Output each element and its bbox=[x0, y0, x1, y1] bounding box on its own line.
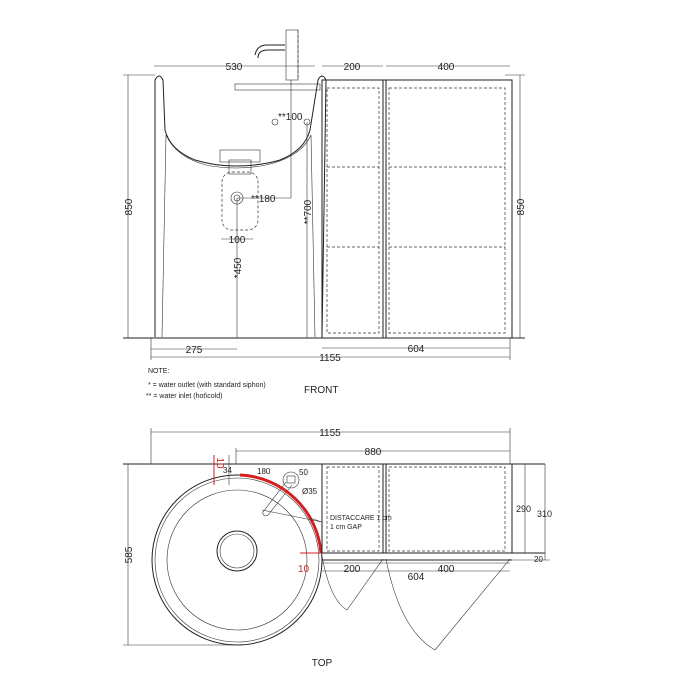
note-inlet: ** = water inlet (hot\cold) bbox=[146, 393, 222, 400]
top-dim-total-width: 1155 bbox=[319, 428, 341, 439]
faucet bbox=[254, 29, 299, 81]
dim-height-left: 850 bbox=[124, 198, 135, 215]
dim-total-width: 1155 bbox=[319, 353, 341, 364]
dim-siphon-width: 100 bbox=[229, 235, 246, 246]
front-view-title: FRONT bbox=[304, 385, 338, 396]
gap-note-line1: DISTACCARE 1 cm bbox=[330, 515, 392, 522]
top-cabinet bbox=[321, 463, 545, 651]
top-view-title: TOP bbox=[312, 658, 333, 669]
gap-highlight-arc bbox=[239, 473, 323, 554]
dim-inlet-spacing: **100 bbox=[278, 112, 303, 123]
dim-outlet-offset: 275 bbox=[186, 345, 203, 356]
top-dim-plinth: 20 bbox=[534, 555, 543, 564]
dim-cab-width: 604 bbox=[408, 344, 425, 355]
top-dim-tap-hole: Ø35 bbox=[302, 487, 318, 496]
top-dim-cab-depth-total: 310 bbox=[537, 509, 552, 519]
front-cabinet bbox=[321, 79, 513, 339]
siphon bbox=[219, 118, 311, 231]
top-dim-cab-left: 200 bbox=[344, 564, 361, 575]
note-outlet: * = water outlet (with standard siphon) bbox=[148, 382, 266, 389]
top-dim-offset: 34 bbox=[223, 466, 232, 475]
dim-cab-left: 200 bbox=[344, 62, 361, 73]
note-heading: NOTE: bbox=[148, 368, 169, 375]
dim-basin-width: 530 bbox=[226, 62, 243, 73]
drain bbox=[216, 530, 258, 572]
top-dim-cab-width: 604 bbox=[408, 572, 425, 583]
dim-inlet-height: **700 bbox=[303, 199, 314, 224]
top-dim-cab-depth: 290 bbox=[516, 504, 531, 514]
dim-inlet-offset: **180 bbox=[251, 194, 276, 205]
top-dim-gap-top: 10 bbox=[214, 457, 225, 469]
top-view: 1155 880 10 34 180 50 Ø35 DISTACCARE 1 c… bbox=[123, 428, 552, 669]
tap bbox=[262, 471, 300, 517]
basin-outline bbox=[154, 75, 327, 338]
top-dim-gap-side: 10 bbox=[298, 564, 310, 575]
front-view: 530 200 400 850 850 **100 **180 **700 10… bbox=[123, 29, 527, 400]
top-dim-cab-right: 400 bbox=[438, 564, 455, 575]
dim-cab-right: 400 bbox=[438, 62, 455, 73]
dim-outlet-height: *450 bbox=[233, 257, 244, 278]
dim-height-right: 850 bbox=[516, 198, 527, 215]
top-dim-depth: 585 bbox=[124, 546, 135, 563]
gap-note-line2: 1 cm GAP bbox=[330, 524, 362, 531]
top-dim-tap-offset: 180 bbox=[257, 467, 271, 476]
top-dim-cab-span: 880 bbox=[365, 447, 382, 458]
top-dim-tap-size: 50 bbox=[299, 468, 308, 477]
